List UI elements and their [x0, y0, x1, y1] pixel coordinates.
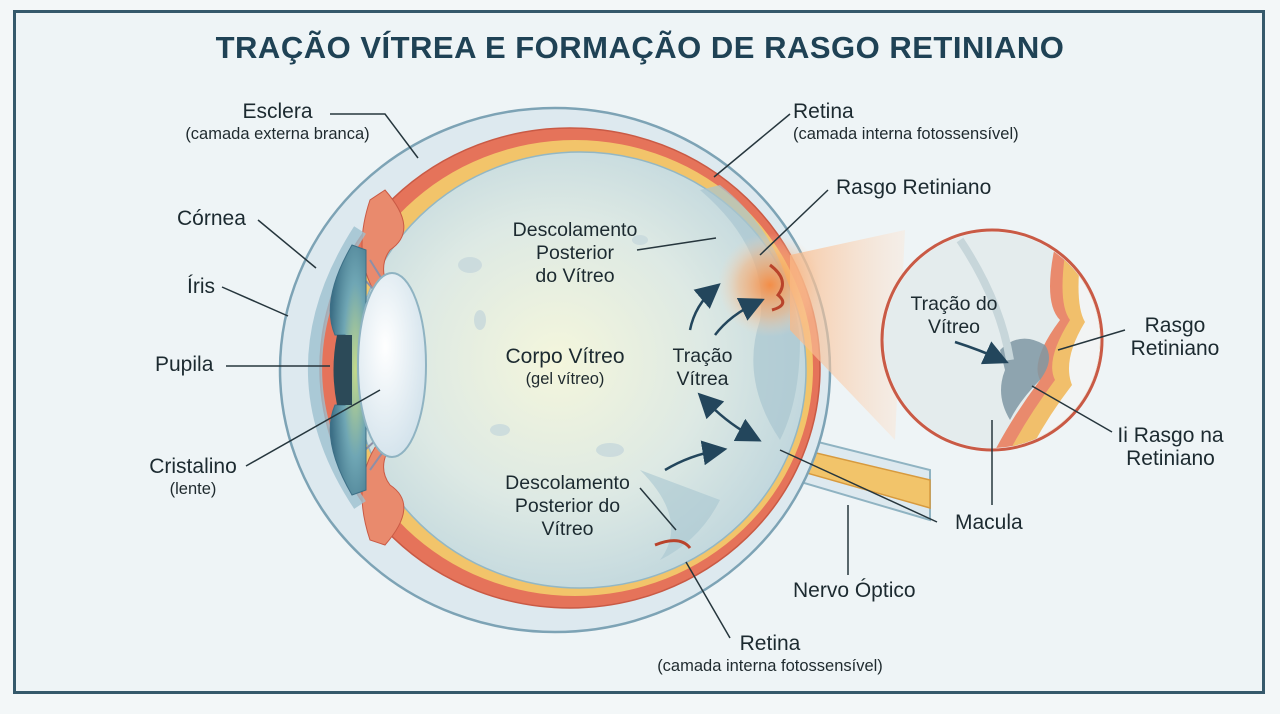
label-iris: Íris — [187, 275, 215, 298]
label-corpo-vitreo-name: Corpo Vítreo — [505, 345, 625, 368]
page-title: TRAÇÃO VÍTREA E FORMAÇÃO DE RASGO RETINI… — [215, 30, 1065, 65]
label-esclera-sub: (camada externa branca) — [185, 125, 370, 143]
label-dpv-bottom: Descolamento Posterior do Vítreo — [490, 472, 645, 541]
label-dpv-top: Descolamento Posterior do Vítreo — [505, 219, 645, 288]
label-tracao-vitrea: Tração Vítrea — [655, 345, 750, 391]
label-tracao-vitrea-line2: Vítrea — [676, 368, 729, 390]
magnification-beam — [790, 230, 905, 440]
label-dpv-top-line3: do Vítreo — [535, 265, 615, 287]
label-rasgo-retiniano: Rasgo Retiniano — [836, 176, 992, 199]
label-retina-top-name: Retina — [793, 100, 854, 123]
label-corpo-vitreo-sub: (gel vítreo) — [525, 370, 605, 388]
label-dpv-bottom-line2: Posterior do — [514, 495, 621, 517]
label-esclera-name: Esclera — [242, 100, 313, 123]
leader-lines — [221, 113, 1126, 639]
label-tracao-vitrea-line1: Tração — [672, 345, 733, 367]
retinal-tear-mark — [769, 263, 785, 312]
pupil-shape — [333, 335, 352, 405]
lens-shape — [357, 272, 427, 458]
label-inset-rasgo-line2: Retiniano — [1130, 337, 1220, 360]
label-nervo-optico: Nervo Óptico — [793, 579, 916, 602]
label-inset-tracao-line1: Tração do — [910, 293, 998, 315]
label-cristalino-sub: (lente) — [169, 480, 217, 498]
label-dpv-bottom-line1: Descolamento — [505, 472, 630, 494]
label-dpv-top-line2: Posterior — [535, 242, 615, 264]
label-macula: Macula — [955, 511, 1023, 534]
label-retina-bottom: Retina (camada interna fotossensível) — [625, 632, 915, 678]
label-retina-bottom-sub: (camada interna fotossensível) — [657, 657, 883, 675]
label-retina-bottom-name: Retina — [739, 632, 801, 655]
label-esclera: Esclera (camada externa branca) — [165, 100, 390, 146]
label-cornea: Córnea — [177, 207, 246, 230]
label-cristalino-name: Cristalino — [149, 455, 237, 478]
label-inset-tracao: Tração do Vítreo — [898, 293, 1010, 339]
label-inset-rasgo-2-line2: Retiniano — [1126, 447, 1215, 470]
label-dpv-bottom-line3: Vítreo — [541, 518, 594, 540]
label-inset-rasgo-2-line1: Ii Rasgo na — [1117, 424, 1224, 447]
detached-vitreous-region — [700, 185, 800, 440]
label-retina-top-sub: (camada interna fotossensível) — [793, 125, 1019, 143]
label-dpv-top-line1: Descolamento — [512, 219, 638, 241]
label-inset-rasgo: Rasgo Retiniano — [1120, 314, 1230, 360]
label-corpo-vitreo: Corpo Vítreo (gel vítreo) — [490, 345, 640, 391]
label-inset-tracao-line2: Vítreo — [927, 316, 981, 338]
label-inset-rasgo-line1: Rasgo — [1144, 314, 1206, 337]
label-pupila: Pupila — [155, 353, 214, 376]
label-retina-top: Retina (camada interna fotossensível) — [793, 100, 1019, 146]
label-inset-rasgo-2: Ii Rasgo na Retiniano — [1108, 424, 1233, 470]
label-cristalino: Cristalino (lente) — [138, 455, 248, 501]
